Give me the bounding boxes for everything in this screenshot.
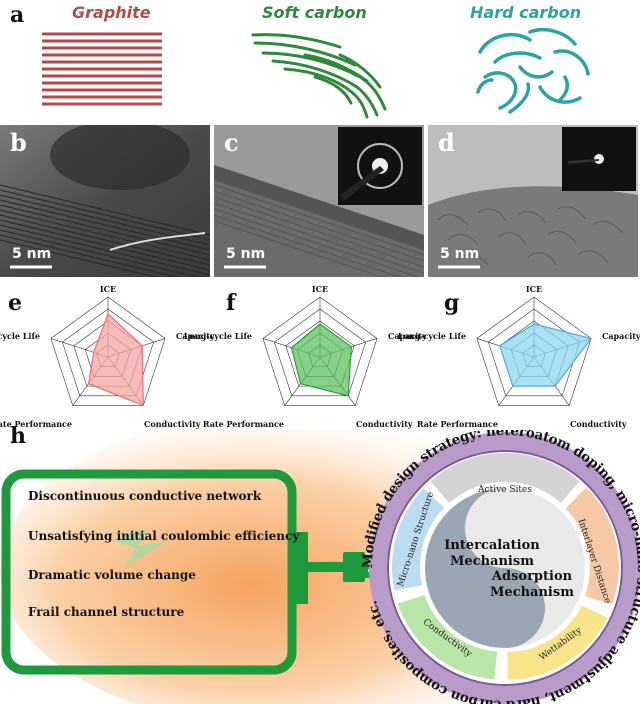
adsorption-label: Adsorption — [491, 569, 573, 584]
panel-letter-g: g — [444, 290, 460, 316]
design-strategy-diagram: Intercalation Mechanism Adsorption Mecha… — [0, 430, 640, 704]
radar-data-polygon — [87, 312, 144, 407]
capacity-axis-label: Capacity — [602, 331, 640, 341]
conductivity-axis-label: Conductivity — [144, 419, 201, 429]
radar-grid-ring — [273, 308, 367, 397]
ice-axis-label: ICE — [312, 284, 328, 294]
intercalation-label: Intercalation — [444, 538, 540, 553]
tem-image-hard-carbon — [428, 125, 638, 277]
conductivity-axis-label: Conductivity — [570, 419, 627, 429]
rate-performance-axis-label: Rate Performance — [0, 419, 72, 429]
panel-letter-h: h — [10, 423, 26, 449]
long-cycle-life-axis-label: Long-cycle Life — [398, 331, 466, 341]
hard-carbon-title: Hard carbon — [470, 3, 582, 22]
adsorption-mechanism-label: Mechanism — [490, 585, 574, 600]
graphite-layers-illustration — [42, 32, 162, 106]
hard-carbon-illustration — [476, 27, 590, 114]
panel-letter-c: c — [224, 128, 239, 157]
problem-item-4: Frail channel structure — [28, 605, 185, 619]
soft-carbon-illustration — [251, 33, 387, 119]
battery-body — [1, 469, 297, 675]
radar-grid-ring — [61, 308, 155, 397]
ice-axis-label: ICE — [100, 284, 116, 294]
problem-item-3: Dramatic volume change — [28, 568, 196, 582]
segment-wettability — [507, 605, 608, 680]
problem-item-1: Discontinuous conductive network — [28, 489, 262, 503]
usb-plug — [343, 552, 365, 582]
soft-carbon-title: Soft carbon — [262, 3, 367, 22]
segment-active-sites — [430, 452, 580, 503]
tem-image-soft-carbon — [214, 125, 424, 277]
segment-interlayer-distance — [565, 487, 619, 605]
segment-micro-nano — [391, 488, 445, 591]
radar-grid-ring — [50, 296, 166, 406]
ice-axis-label: ICE — [526, 284, 542, 294]
scale-bar-label-b: 5 nm — [12, 246, 52, 262]
tem-image-graphite — [0, 125, 210, 277]
long-cycle-life-axis-label: Long-cycle Life — [184, 331, 252, 341]
panel-letter-e: e — [8, 290, 22, 316]
panel-letter-a: a — [10, 2, 25, 28]
segment-conductivity — [397, 595, 498, 680]
battery-terminal — [294, 532, 308, 604]
rate-performance-axis-label: Rate Performance — [417, 419, 498, 429]
rate-performance-axis-label: Rate Performance — [203, 419, 284, 429]
graphite-title: Graphite — [72, 3, 151, 22]
radar-data-polygon — [499, 323, 593, 387]
panel-letter-f: f — [226, 290, 236, 316]
long-cycle-life-axis-label: Long-cycle Life — [0, 331, 40, 341]
capacity-axis-label: Capacity — [388, 331, 427, 341]
scale-bar-label-d: 5 nm — [440, 246, 480, 262]
radar-data-polygon — [290, 323, 353, 397]
panel-letter-d: d — [438, 128, 455, 157]
intercalation-mechanism-label: Mechanism — [450, 554, 534, 569]
radar-grid-ring — [262, 296, 378, 406]
lightning-icon — [110, 528, 168, 568]
scale-bar-label-c: 5 nm — [226, 246, 266, 262]
capacity-axis-label: Capacity — [176, 331, 215, 341]
active-sites-label: Active Sites — [477, 485, 532, 495]
battery-cable — [308, 562, 348, 572]
conductivity-axis-label: Conductivity — [356, 419, 413, 429]
radar-grid-ring — [476, 296, 592, 406]
panel-letter-b: b — [10, 128, 27, 157]
problem-item-2: Unsatisfying initial coulombic efficienc… — [28, 529, 300, 543]
